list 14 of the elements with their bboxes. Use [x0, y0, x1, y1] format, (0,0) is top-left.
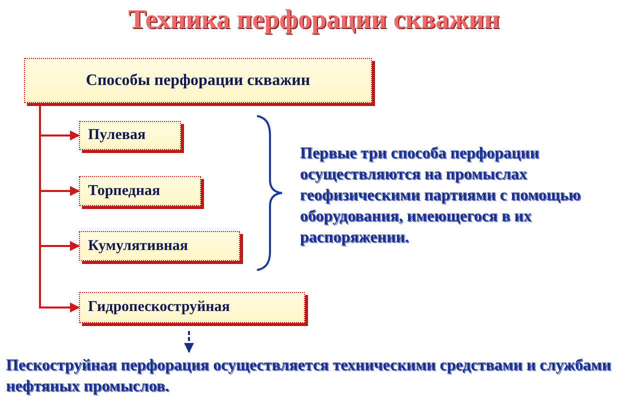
box-label: Торпедная: [88, 182, 160, 200]
method-box: [79, 121, 181, 150]
note-text: Пескоструйная перфорация осуществляется техническими средствами и службами нефтяных промыслов.: [6, 356, 612, 397]
diagram-title: Техника перфорации скважин: [127, 4, 501, 35]
category-box: [24, 58, 372, 103]
arrow: [184, 331, 194, 353]
box-label: Способы перфорации скважин: [86, 72, 310, 90]
note-text: Первые три способа перфорации осуществляются на промыслах геофизическими партиями с помощью оборудования, имеющегося в их распоряжении.: [300, 144, 582, 248]
method-box: [79, 292, 305, 323]
method-box: [79, 231, 240, 261]
method-box: [79, 176, 201, 206]
box-label: Гидропескоструйная: [88, 299, 230, 316]
box-label: Пулевая: [88, 127, 146, 144]
box-label: Кумулятивная: [88, 238, 188, 254]
